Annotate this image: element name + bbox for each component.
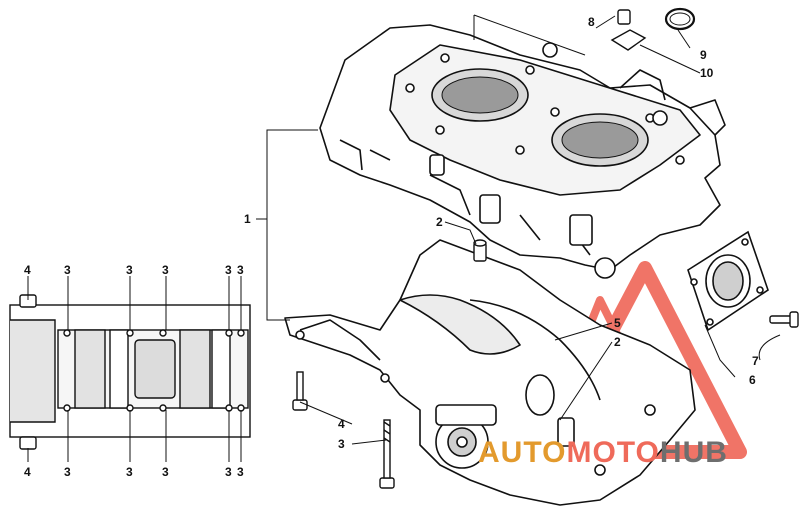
callout-2-lower: 2 bbox=[614, 335, 621, 349]
callout-5: 5 bbox=[614, 316, 621, 330]
plan-callout-top-3c: 3 bbox=[162, 263, 169, 277]
callout-8: 8 bbox=[588, 15, 595, 29]
plan-callout-top-3b: 3 bbox=[126, 263, 133, 277]
plan-callout-top-3d: 3 bbox=[225, 263, 232, 277]
plan-callout-bottom-3c: 3 bbox=[162, 465, 169, 479]
plan-callout-top-3a: 3 bbox=[64, 263, 71, 277]
plan-callout-top-4: 4 bbox=[24, 263, 31, 277]
callout-7: 7 bbox=[752, 354, 759, 368]
plan-callout-bottom-4: 4 bbox=[24, 465, 31, 479]
callout-2-upper: 2 bbox=[436, 215, 443, 229]
plan-callout-bottom-3d: 3 bbox=[225, 465, 232, 479]
plan-view-leaders bbox=[27, 276, 242, 462]
watermark-moto: MOTO bbox=[566, 436, 660, 469]
plan-callout-bottom-3a: 3 bbox=[64, 465, 71, 479]
watermark-hub: HUB bbox=[659, 436, 728, 469]
plan-callout-top-3e: 3 bbox=[237, 263, 244, 277]
dowel-pin bbox=[473, 239, 487, 262]
callout-3: 3 bbox=[338, 437, 345, 451]
callout-bracket-1 bbox=[256, 129, 318, 321]
clamp-ring bbox=[664, 7, 696, 31]
callout-10: 10 bbox=[700, 66, 714, 80]
callout-9: 9 bbox=[700, 48, 707, 62]
callout-4: 4 bbox=[338, 417, 345, 431]
plan-callout-bottom-3e: 3 bbox=[237, 465, 244, 479]
watermark-text: AUTOMOTOHUB bbox=[478, 436, 728, 470]
cover-plate bbox=[687, 230, 769, 332]
fitting bbox=[610, 9, 647, 51]
bolt-side bbox=[769, 311, 799, 328]
plan-callout-bottom-3b: 3 bbox=[126, 465, 133, 479]
callout-6: 6 bbox=[749, 373, 756, 387]
upper-crankcase bbox=[319, 24, 726, 279]
bolt-long bbox=[379, 419, 395, 489]
lower-crankcase bbox=[284, 239, 696, 506]
callout-1: 1 bbox=[244, 212, 251, 226]
crankcase-plan-view bbox=[9, 294, 251, 450]
watermark-auto: AUTO bbox=[478, 436, 567, 469]
leader-lines bbox=[299, 14, 781, 445]
